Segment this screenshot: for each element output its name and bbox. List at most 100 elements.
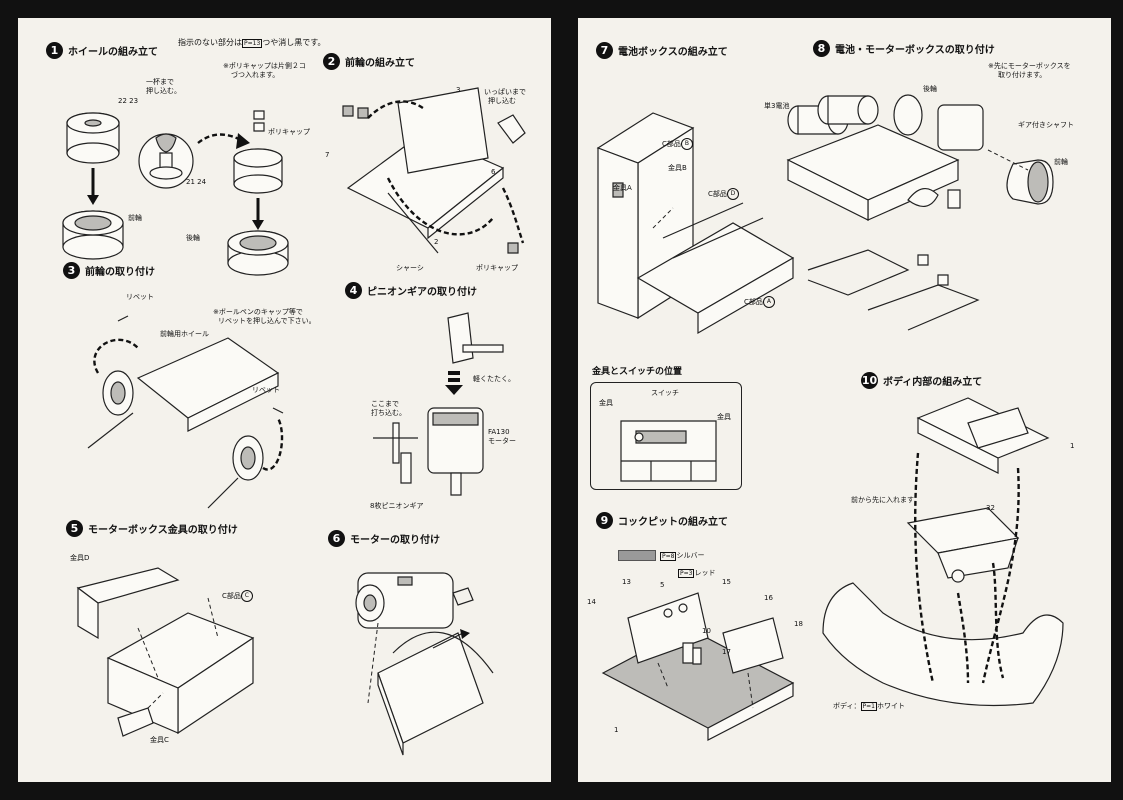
step-number: 5 [66, 520, 83, 537]
motor-install-drawing [338, 553, 508, 763]
polycap-note-2: づつ入れます。 [231, 71, 280, 79]
fitting-d-label: 金具D [70, 554, 90, 562]
push-label-2: 押し込む。 [146, 87, 181, 95]
part-18-label: 18 [794, 620, 803, 628]
part-5-label: 5 [660, 581, 665, 589]
step-number: 4 [345, 282, 362, 299]
part-6-label: 6 [491, 168, 496, 176]
part-7-label: 7 [325, 151, 330, 159]
fitting-b-label: 金具B [668, 164, 687, 172]
pen-note-2: リベットを押し込んで下さい。 [218, 317, 316, 325]
tap-label: 軽くたたく。 [473, 375, 515, 383]
part-numbers-rear: 21 24 [186, 178, 207, 186]
step-10-title: 10 ボディ内部の組み立て [861, 372, 982, 389]
body-color-text: ホワイト [876, 702, 905, 710]
front-hub-label: 前輪用ホイール [160, 330, 209, 338]
c-part-text: C部品 [708, 190, 727, 198]
fitting-left-label: 金具 [599, 399, 613, 407]
step-7-title: 7 電池ボックスの組み立て [596, 42, 728, 59]
step-title-text: ホイールの組み立て [68, 47, 158, 58]
step-2-title: 2 前輪の組み立て [323, 53, 415, 70]
polycap-label-2: ポリキャップ [476, 264, 518, 272]
front-axle-drawing [328, 78, 538, 278]
drive-label-2: 打ち込む。 [371, 409, 406, 417]
step-number: 3 [63, 262, 80, 279]
paint-code: P=3 [678, 569, 695, 578]
step-title-text: 電池・モーターボックスの取り付け [835, 45, 995, 56]
note-prefix: 指示のない部分は [178, 38, 242, 47]
step-1-title: 1 ホイールの組み立て [46, 42, 158, 59]
step-title-text: モーターボックス金具の取り付け [88, 525, 238, 536]
fitting-right-label: 金具 [717, 413, 731, 421]
step-3-title: 3 前輪の取り付け [63, 262, 155, 279]
c-part-text: C部品 [744, 298, 763, 306]
geared-shaft-label: ギア付きシャフト [1018, 121, 1074, 129]
d-letter: D [726, 188, 739, 200]
battery-box-drawing [593, 108, 793, 358]
part-10-label: 10 [702, 627, 711, 635]
polycap-note-1: ※ポリキャップは片側２コ [223, 62, 306, 70]
switch-position-inset: スイッチ 金具 金具 [590, 382, 742, 490]
step-9-title: 9 コックピットの組み立て [596, 512, 728, 529]
step-number: 9 [596, 512, 613, 529]
insert-front-label: 前から先に入れます [851, 496, 914, 504]
step-4-title: 4 ピニオンギアの取り付け [345, 282, 477, 299]
part-32-label: 32 [986, 504, 995, 512]
battery-label: 単3電池 [764, 102, 790, 110]
step-title-text: コックピットの組み立て [618, 517, 728, 528]
part-numbers-front: 22 23 [118, 97, 139, 105]
c-letter: C [240, 590, 253, 602]
c-part-text: C部品 [662, 140, 681, 148]
rear-wheel-label: 後輪 [186, 234, 200, 242]
push-label-1: 一杯まで [146, 78, 174, 86]
step-number: 8 [813, 40, 830, 57]
step-title-text: 電池ボックスの組み立て [618, 47, 728, 58]
motor-label-2: モーター [488, 437, 516, 445]
step-8-title: 8 電池・モーターボックスの取り付け [813, 40, 995, 57]
full-push-label-1: いっぱいまで [484, 88, 526, 96]
motor-label-1: FA130 [488, 428, 510, 436]
rivet-label-2: リベット [252, 386, 280, 394]
a-letter: A [762, 296, 775, 308]
full-push-label-2: 押し込む [488, 97, 516, 105]
part-13-label: 13 [622, 578, 631, 586]
front-wheel-label: 前輪 [128, 214, 142, 222]
step8-note-2: 取り付けます。 [998, 71, 1047, 79]
step-number: 6 [328, 530, 345, 547]
c-part-text: C部品 [222, 592, 241, 600]
part-2-label: 2 [434, 238, 439, 246]
pinion-label: 8枚ピニオンギア [370, 502, 424, 510]
step-5-title: 5 モーターボックス金具の取り付け [66, 520, 238, 537]
switch-position-title: 金具とスイッチの位置 [592, 367, 683, 377]
paint-code: P=1 [860, 702, 877, 711]
front-wheel-install-drawing [78, 298, 308, 498]
silver-swatch [618, 550, 656, 561]
motor-box-fitting-drawing [68, 558, 268, 758]
part-1-label: 1 [1070, 442, 1075, 450]
polycap-label: ポリキャップ [268, 128, 310, 136]
part-16-label: 16 [764, 594, 773, 602]
note-suffix: つや消し黒です。 [262, 38, 326, 47]
step-number: 2 [323, 53, 340, 70]
part-3-label: 3 [456, 86, 461, 94]
fitting-c-label: 金具C [150, 736, 169, 744]
chassis-label: シャーシ [396, 264, 424, 272]
cockpit-drawing [598, 588, 798, 738]
switch-detail-drawing [611, 401, 721, 486]
step-number: 10 [861, 372, 878, 389]
switch-label: スイッチ [651, 389, 679, 397]
rear-wheel-label: 後輪 [923, 85, 937, 93]
red-text: レッド [694, 569, 716, 577]
step-title-text: ボディ内部の組み立て [883, 377, 983, 388]
part-14-label: 14 [587, 598, 596, 606]
paint-code: P=13 [242, 39, 263, 48]
paint-code: P=8 [660, 551, 677, 561]
